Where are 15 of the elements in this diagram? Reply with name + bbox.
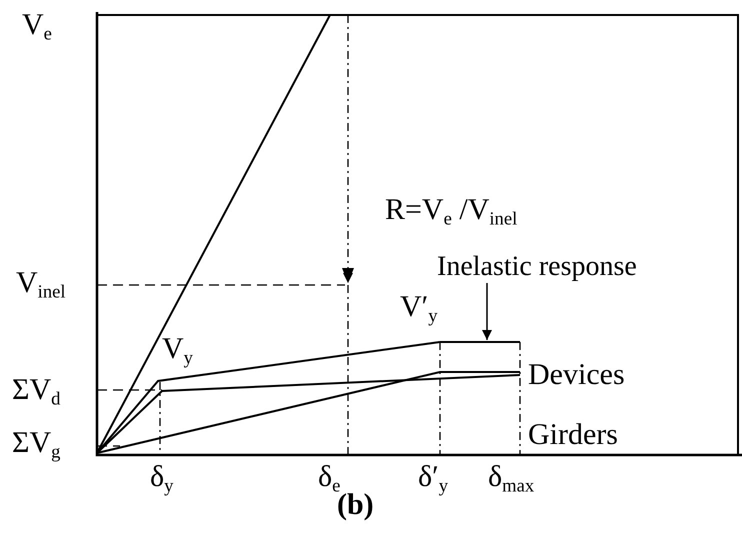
inelastic-plateau-line [440, 341, 520, 343]
curve-label: Devices [528, 360, 625, 390]
point-label: V$_{y}$ [162, 334, 193, 368]
axis-label: ΣV$_{d}$ [12, 375, 60, 410]
leader-arrow [482, 283, 492, 340]
axis-label: V$_{inel}$ [16, 268, 66, 302]
axis-label: V$_{e}$ [22, 10, 52, 44]
axis-label: δ′$_{y}$ [418, 462, 448, 496]
axis-label: δ$_{y}$ [150, 462, 174, 496]
axis-label: ΣV$_{g}$ [12, 428, 60, 462]
point-label: V′$_{y}$ [400, 292, 438, 326]
axis-label: δ$_{max}$ [488, 462, 534, 496]
curve-label: Girders [528, 420, 618, 450]
annotation-text: Inelastic response [437, 253, 637, 281]
ratio-equation: R=V$_{e}$ /V$_{inel}$ [385, 195, 518, 230]
